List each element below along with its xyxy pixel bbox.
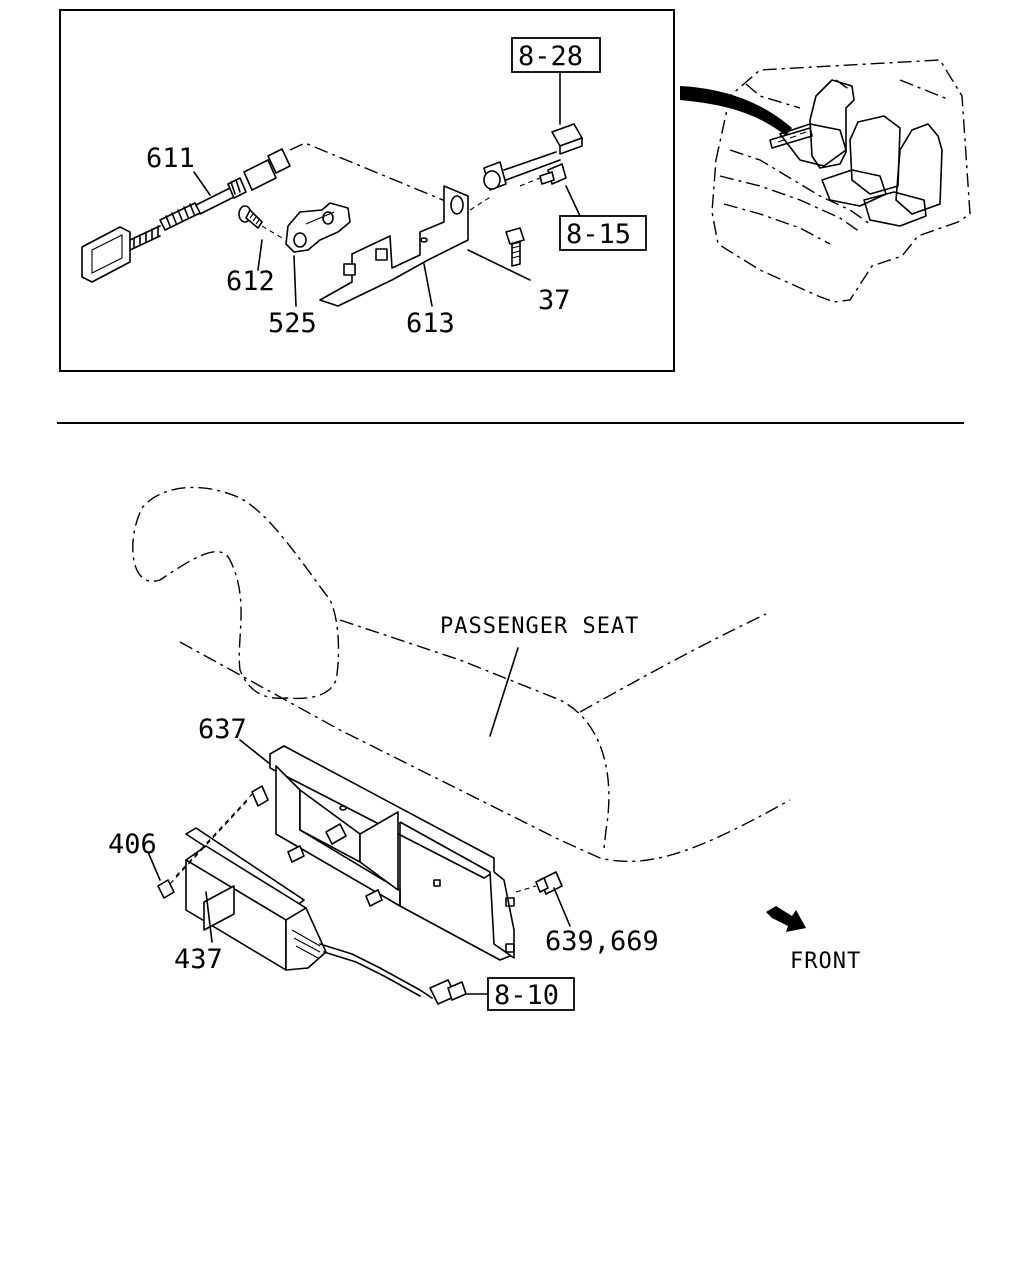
passenger-seat: [132, 486, 791, 863]
remote-unit-611: [81, 148, 291, 283]
bottom-panel: PASSENGER SEAT 637 406 437 639,669 8-10 …: [108, 486, 861, 1011]
cab-overview: [680, 59, 971, 303]
nut-406: [157, 789, 257, 899]
screw-8-15: [519, 163, 567, 187]
passenger-seat-label: PASSENGER SEAT: [440, 614, 639, 639]
ref-8-15: 8-15: [566, 219, 631, 250]
bracket-637: [251, 745, 515, 961]
clip-525: [285, 202, 351, 253]
bolt-639-669: [515, 871, 563, 895]
callout-406: 406: [108, 829, 157, 860]
front-label: FRONT: [790, 949, 861, 974]
callout-525: 525: [268, 308, 317, 339]
callout-612: 612: [226, 266, 275, 297]
top-inset-panel: 611 612 525 613 37 8-28 8-15: [59, 9, 675, 372]
bracket-613: [319, 185, 469, 307]
callout-637: 637: [198, 714, 247, 745]
ref-box-8-15: [559, 215, 647, 251]
callout-611: 611: [146, 143, 195, 174]
ref-box-8-10: [487, 977, 575, 1011]
callout-37: 37: [538, 285, 571, 316]
ref-8-10: 8-10: [494, 980, 559, 1011]
ref-8-28: 8-28: [518, 41, 583, 72]
callout-613: 613: [406, 308, 455, 339]
bolt-612: [238, 205, 283, 239]
bolt-37: [505, 227, 525, 267]
callout-639-669: 639,669: [545, 926, 659, 957]
callout-437: 437: [174, 944, 223, 975]
front-arrow-icon: [766, 906, 806, 932]
module-437: [185, 827, 467, 1005]
switch-unit: [469, 123, 583, 211]
ref-box-8-28: [511, 37, 601, 73]
